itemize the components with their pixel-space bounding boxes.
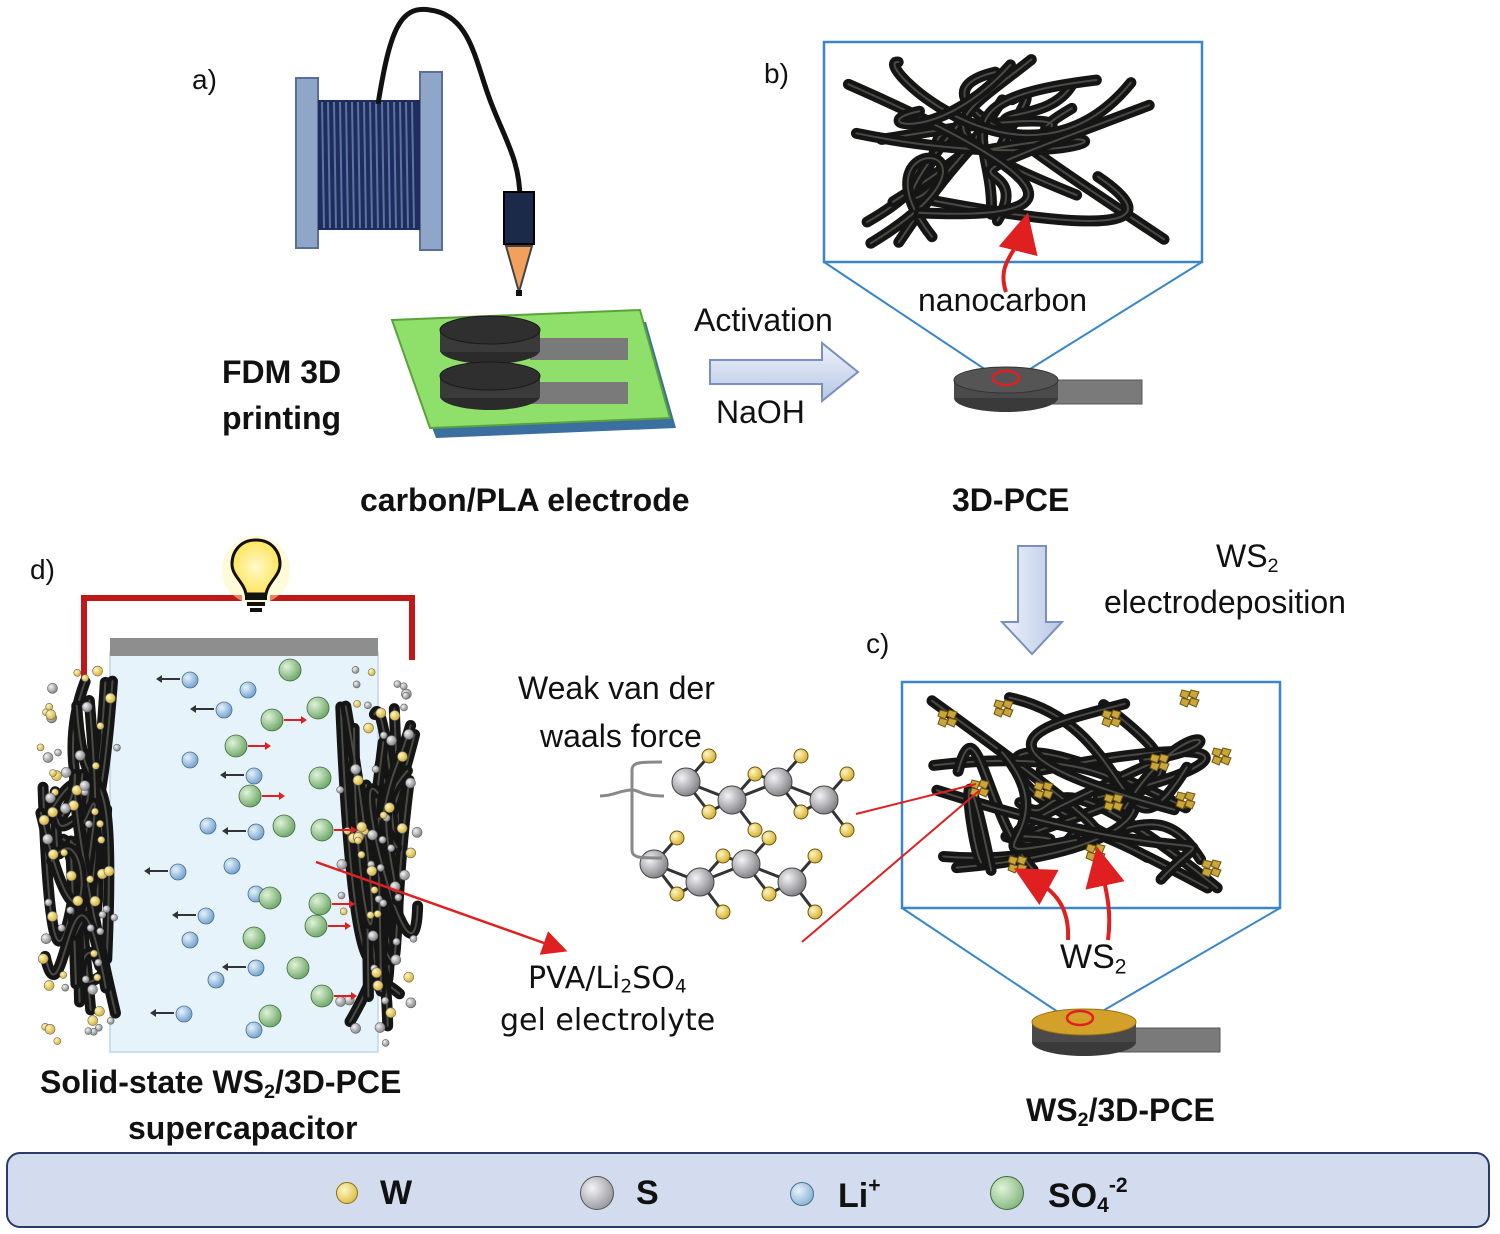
- ws2-label: WS2: [1060, 938, 1127, 979]
- filament-spool-icon: [295, 71, 443, 251]
- panel-label-a: a): [192, 64, 217, 95]
- right-electrode-fibers: [335, 666, 424, 1047]
- legend-w: W: [380, 1174, 413, 1212]
- nanocarbon-label: nanocarbon: [918, 282, 1088, 318]
- pce-disk: [953, 366, 1143, 412]
- legend-li: Li+: [838, 1174, 881, 1215]
- electrolyte-ions: [144, 658, 357, 1039]
- legend-so4: SO4-2: [1048, 1174, 1128, 1218]
- light-bulb-icon: [222, 536, 290, 612]
- fdm-label-line1: FDM 3D: [222, 354, 342, 390]
- legend-s: S: [636, 1174, 659, 1212]
- legend: W S Li+ SO4-2: [6, 1152, 1490, 1228]
- arrow-right-icon: [709, 340, 860, 404]
- arrow-down-icon: [999, 545, 1065, 656]
- ws2-coated-fiber-network: [926, 692, 1223, 894]
- panel-label-c: c): [866, 628, 890, 659]
- fdm-label-line2: printing: [222, 400, 342, 436]
- ws2-pointer-1: [1013, 868, 1071, 941]
- pce-label: 3D-PCE: [952, 482, 1070, 518]
- vdw-brace: [599, 760, 665, 860]
- naoh-label: NaOH: [716, 394, 805, 430]
- crystal-link-upper: [855, 783, 977, 815]
- ws2-electrodeposition-label-line1: WS2: [1216, 538, 1279, 577]
- electrolyte-label-line2: gel electrolyte: [500, 1003, 716, 1038]
- electrolyte-pointer: [315, 860, 568, 955]
- activation-label: Activation: [694, 302, 833, 338]
- w-atom-swatch: [336, 1182, 358, 1204]
- filament-wire: [375, 6, 523, 201]
- ws2-pce-disk: [1031, 1008, 1221, 1056]
- panel-label-b: b): [764, 58, 789, 89]
- ws2-pointer-2: [1085, 846, 1125, 941]
- printed-electrode-substrate: [390, 308, 676, 438]
- crystal-link-lower: [801, 789, 981, 943]
- ws2-3d-pce-label: WS2/3D-PCE: [1026, 1092, 1215, 1131]
- vdw-label-line1: Weak van der: [518, 670, 715, 706]
- vdw-label-line2: waals force: [540, 718, 702, 754]
- print-nozzle-icon: [503, 191, 535, 296]
- ws2-layered-crystal: [639, 748, 855, 920]
- nanocarbon-pointer: [998, 212, 1038, 293]
- ws2-electrodeposition-label-line2: electrodeposition: [1104, 584, 1346, 620]
- s-atom-swatch: [580, 1176, 614, 1210]
- panel-label-d: d): [30, 554, 55, 585]
- so4-ion-swatch: [990, 1176, 1024, 1210]
- supercapacitor-label-line2: supercapacitor: [128, 1110, 358, 1146]
- li-ion-swatch: [790, 1182, 814, 1206]
- supercapacitor-label-line1: Solid-state WS2/3D-PCE: [40, 1064, 402, 1103]
- carbon-pla-electrode-label: carbon/PLA electrode: [360, 482, 690, 518]
- carbon-fiber-network: [842, 54, 1170, 249]
- left-electrode-fibers: [35, 665, 121, 1045]
- electrolyte-label-line1: PVA/Li2SO4: [528, 961, 687, 998]
- supercapacitor-cell: [81, 595, 415, 1053]
